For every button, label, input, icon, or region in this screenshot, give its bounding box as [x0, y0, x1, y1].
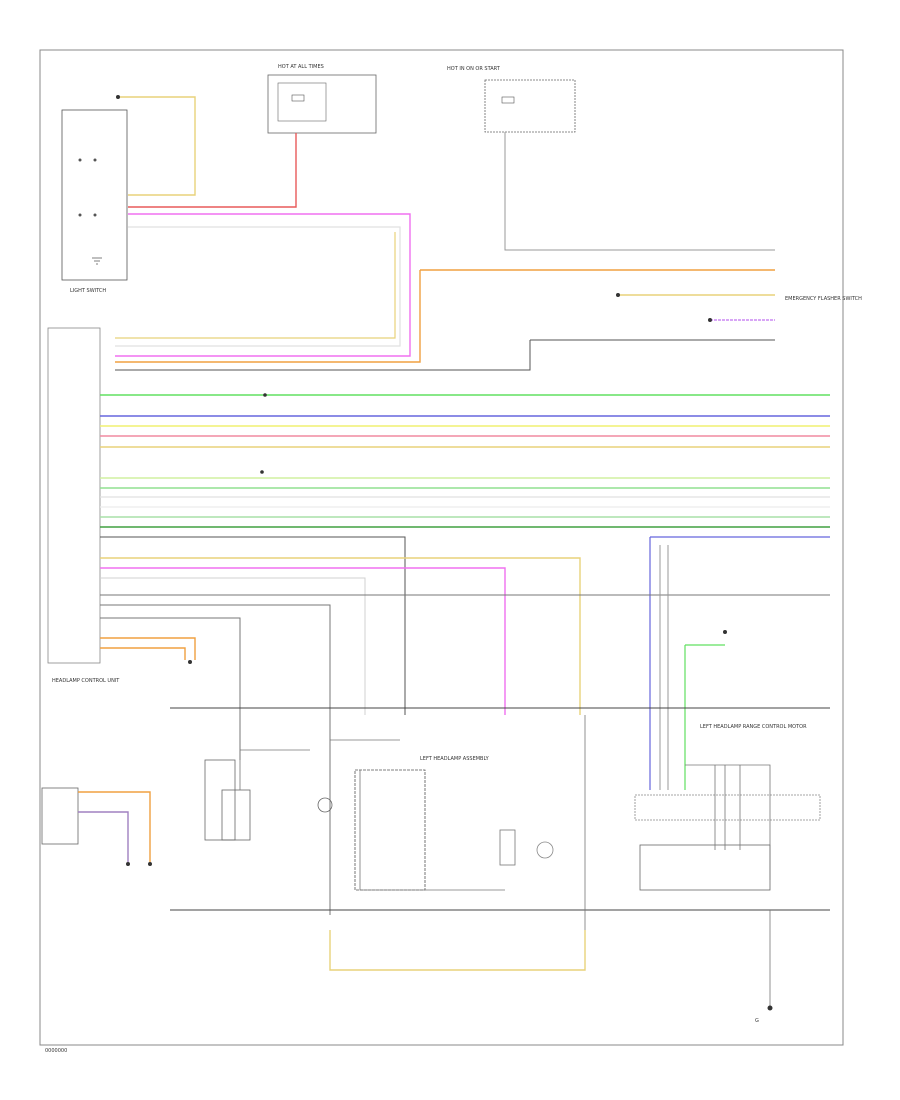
- footer-code: 0000000: [45, 1048, 67, 1054]
- wire-green: [684, 644, 725, 790]
- wire-dark: [115, 339, 775, 371]
- wire-pink: [115, 213, 411, 357]
- connector-icon: [116, 95, 120, 99]
- control-unit-label: HEADLAMP CONTROL UNIT: [52, 678, 120, 684]
- connector-icon: [723, 630, 727, 634]
- emergency-flasher-label: EMERGENCY FLASHER SWITCH: [785, 296, 862, 302]
- wire-orange: [115, 269, 775, 363]
- wire-orange: [100, 637, 196, 660]
- wire-yellow: [100, 557, 581, 715]
- module-box: [499, 829, 516, 866]
- connector-icon: [767, 1005, 773, 1011]
- connector-icon: [188, 660, 192, 664]
- connector-icon: [263, 393, 267, 397]
- module-box: [221, 789, 251, 841]
- fuse-icon: [501, 96, 515, 104]
- wire-gray: [100, 604, 331, 915]
- wire-gray: [685, 764, 771, 880]
- switch-contact-icon: [78, 158, 82, 162]
- connector-icon: [260, 470, 264, 474]
- relay-box: HOT IN ON OR START: [447, 66, 576, 133]
- switch-contact-icon: [93, 158, 97, 162]
- wire-light-gray: [100, 536, 406, 715]
- wire-orange: [100, 647, 186, 660]
- wire-gray: [100, 617, 241, 760]
- left-headlamp-assembly: LEFT HEADLAMP ASSEMBLY: [317, 756, 490, 891]
- wire-gray: [504, 132, 775, 251]
- headlamp-assembly-label: LEFT HEADLAMP ASSEMBLY: [420, 756, 490, 762]
- module-box: [204, 759, 236, 841]
- connector-icon: [126, 862, 130, 866]
- wire-blue: [649, 536, 830, 790]
- wire-gray: [239, 749, 310, 790]
- switch-contact-icon: [78, 213, 82, 217]
- wire-light-gray: [100, 577, 366, 715]
- wire-yellow: [329, 930, 586, 971]
- switch-contact-icon: [93, 213, 97, 217]
- headlamp-control-unit: HEADLAMP CONTROL UNIT: [47, 327, 120, 684]
- lamp-bulb-icon: [536, 841, 554, 859]
- wire-yellow: [115, 232, 396, 339]
- wire-light-gray: [115, 226, 401, 347]
- left-headlamp-range: LEFT HEADLAMP RANGE CONTROL MOTOR: [634, 724, 821, 891]
- left-module: [41, 787, 79, 845]
- fuse-box-top: HOT AT ALL TIMES: [267, 64, 377, 134]
- connector-icon: [616, 293, 620, 297]
- wire-pink: [100, 567, 506, 715]
- lamp-bulb-icon: [317, 797, 333, 813]
- wire-gray: [659, 545, 669, 790]
- ground-bottom-label: G: [755, 1018, 759, 1024]
- wire-orange: [78, 791, 151, 862]
- wire-red: [128, 133, 297, 208]
- connector-icon: [148, 862, 152, 866]
- wire-yellow: [120, 96, 196, 196]
- ground-icon: [92, 257, 102, 265]
- diagram-frame: [39, 49, 844, 1046]
- connector-icon: [708, 318, 712, 322]
- wire-gray: [330, 739, 505, 891]
- light-switch-label: LIGHT SWITCH: [70, 288, 106, 294]
- relay-box-label: HOT IN ON OR START: [447, 66, 501, 72]
- fuse-icon: [291, 94, 305, 102]
- fuse-box-label: HOT AT ALL TIMES: [278, 64, 324, 70]
- range-label: LEFT HEADLAMP RANGE CONTROL MOTOR: [700, 724, 807, 730]
- wire-purple: [78, 811, 129, 862]
- light-switch: LIGHT SWITCH: [61, 109, 128, 294]
